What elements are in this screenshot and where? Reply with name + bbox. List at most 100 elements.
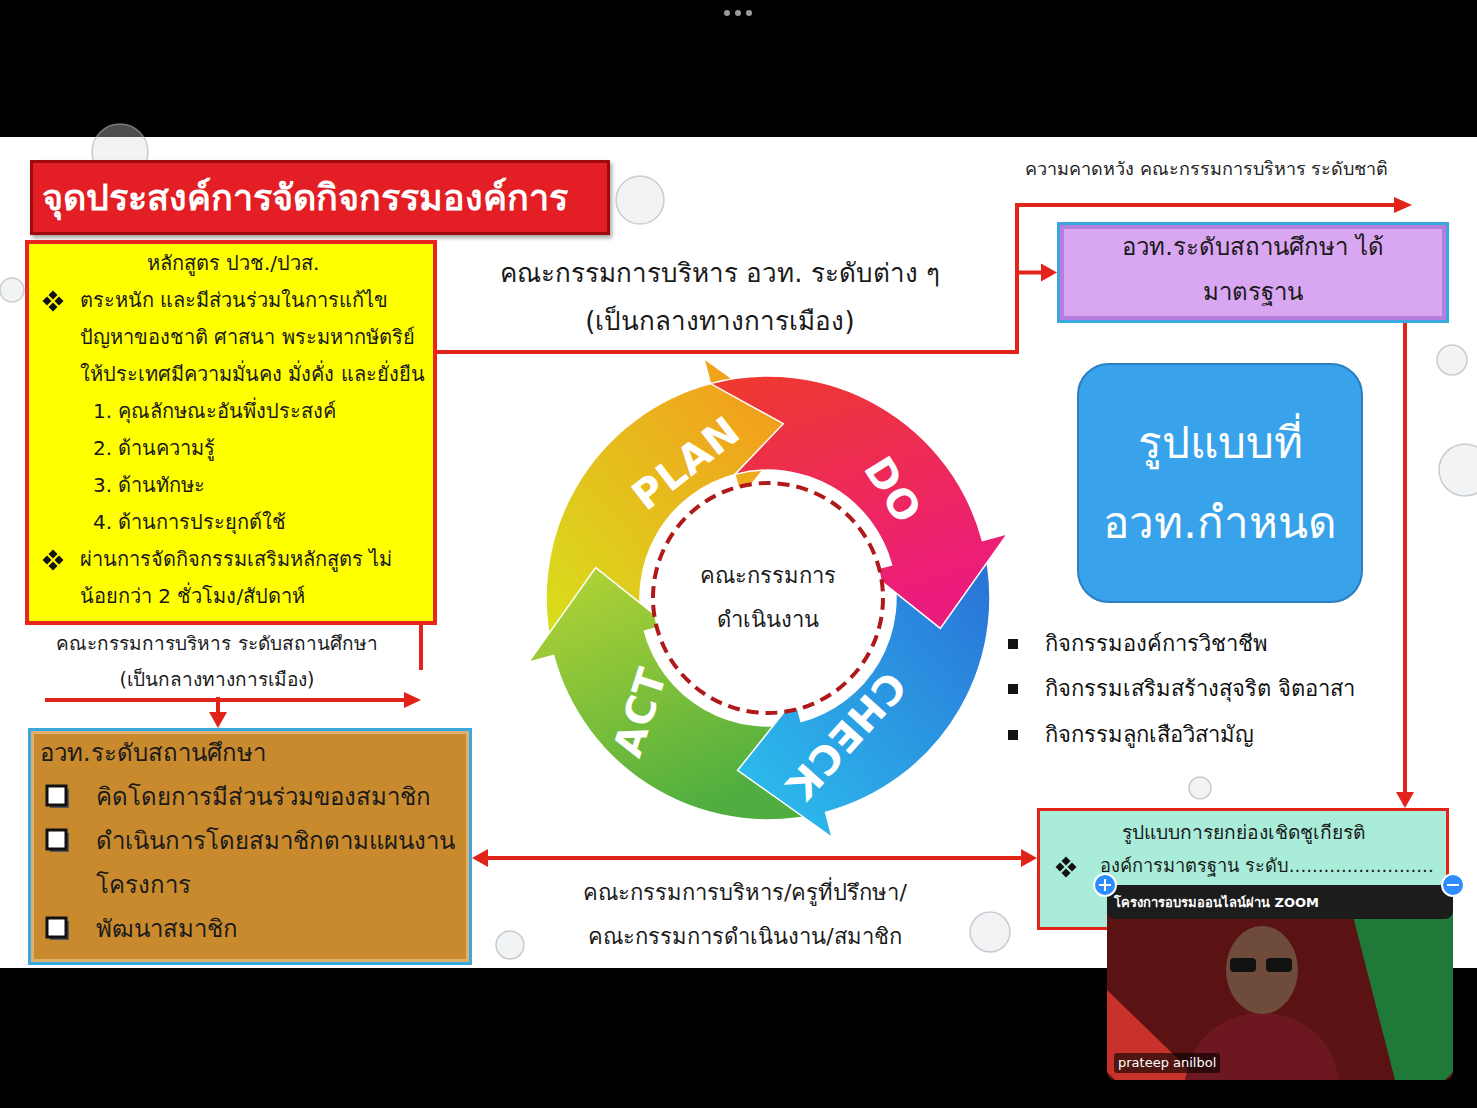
checkbox-outline xyxy=(47,918,66,937)
bullet-text: ตระหนัก และมีส่วนร่วมในการแก้ไข ปัญหาของ… xyxy=(41,282,425,393)
dashed-ring xyxy=(653,483,883,713)
list-item: 1. คุณลักษณะอันพึ่งประสงค์ xyxy=(41,393,425,430)
checklist-item: ดำเนินการโดยสมาชิกตามแผนงาน โครงการ xyxy=(40,819,459,907)
diamond-petal xyxy=(55,296,64,305)
square-bullet xyxy=(1008,730,1018,740)
box-heading: อวท.ระดับสถานศึกษา xyxy=(40,731,459,775)
checkbox-symbol xyxy=(45,916,71,942)
menu-dot xyxy=(724,10,730,16)
school-level-box: อวท.ระดับสถานศึกษาคิดโดยการมีส่วนร่วมของ… xyxy=(28,728,472,965)
text-stack: รูปแบบที่ อวท.กำหนด xyxy=(1099,403,1341,563)
bubble xyxy=(496,931,524,959)
diamond-petal xyxy=(49,561,58,570)
diamond-petal xyxy=(49,290,58,299)
bubble xyxy=(1189,777,1211,799)
square-bullet xyxy=(1008,684,1018,694)
diamond-petal xyxy=(43,296,52,305)
connector xyxy=(472,849,1037,867)
diamond-petal xyxy=(49,302,58,311)
activity-item: กิจกรรมลูกเสือวิสามัญ xyxy=(1045,715,1395,755)
menu-dot xyxy=(746,10,752,16)
bullet-row: คิดโดยการมีส่วนร่วมของสมาชิก xyxy=(40,775,459,819)
box-heading: หลักสูตร ปวช./ปวส. xyxy=(41,245,425,282)
diamond-bullet xyxy=(42,290,64,312)
standard-box: อวท.ระดับสถานศึกษา ได้มาตรฐาน xyxy=(1057,222,1449,323)
edge-label: คณะกรรมการบริหาร ระดับสถานศึกษา (เป็นกลา… xyxy=(37,625,397,697)
checkbox-symbol xyxy=(45,784,71,810)
person-head xyxy=(1226,926,1298,1014)
decor-line xyxy=(419,625,423,670)
bullet-text: ผ่านการจัดกิจกรรมเสริมหลักสูตร ไม่น้อยกว… xyxy=(41,541,425,615)
connector xyxy=(1396,323,1414,808)
committee-circle: คณะกรรมการ ดำเนินงาน xyxy=(650,480,886,716)
bubble xyxy=(0,278,24,302)
diamond-petal xyxy=(1062,856,1071,865)
text-stack: จุดประสงค์การจัดกิจกรรมองค์การ xyxy=(42,175,597,221)
diamond-bullet xyxy=(42,549,64,571)
bullet-row: พัฒนาสมาชิก xyxy=(40,907,459,951)
connector-line xyxy=(486,856,1023,860)
diamond-petal xyxy=(43,555,52,564)
bubble xyxy=(1437,345,1467,375)
diamond-petal xyxy=(1062,868,1071,877)
diamond-petal xyxy=(55,555,64,564)
arrowhead xyxy=(209,712,227,728)
bubble xyxy=(616,176,664,224)
bullet-row: ผ่านการจัดกิจกรรมเสริมหลักสูตร ไม่น้อยกว… xyxy=(41,541,425,615)
decor-arrow-line xyxy=(45,698,406,702)
box-text: รูปแบบที่ อวท.กำหนด xyxy=(1099,403,1341,563)
list-item: 2. ด้านความรู้ xyxy=(41,430,425,467)
list-item: 4. ด้านการประยุกต์ใช้ xyxy=(41,504,425,541)
edge-label: คณะกรรมการบริหาร อวท. ระดับต่าง ๆ (เป็นก… xyxy=(470,249,970,345)
menu-dot xyxy=(735,10,741,16)
plus-sign xyxy=(1104,879,1106,891)
circle-text: คณะกรรมการ ดำเนินงาน xyxy=(680,554,856,642)
checkbox-outline xyxy=(47,786,66,805)
participant-name: prateep anilbol xyxy=(1114,1053,1220,1073)
video-ground xyxy=(1107,885,1453,1080)
list-item: 3. ด้านทักษะ xyxy=(41,467,425,504)
minus-sign xyxy=(1447,884,1459,886)
circle-outline xyxy=(650,480,886,716)
expand-button xyxy=(1094,874,1116,896)
bubble xyxy=(970,912,1010,952)
collapse-button xyxy=(1442,874,1464,896)
text-stack: รูปแบบการยกย่องเชิดชูเกียรติองค์การมาตรฐ… xyxy=(1050,817,1436,882)
video-banner-title: โครงการอบรมออนไลน์ผ่าน ZOOM xyxy=(1114,893,1414,913)
pdca-cycle xyxy=(529,359,1008,838)
person-glasses xyxy=(1266,958,1292,972)
title-box: จุดประสงค์การจัดกิจกรรมองค์การ xyxy=(30,160,610,235)
square-bullet xyxy=(1008,639,1018,649)
bullet-row: ดำเนินการโดยสมาชิกตามแผนงาน โครงการ xyxy=(40,819,459,907)
bullet-row: ตระหนัก และมีส่วนร่วมในการแก้ไข ปัญหาของ… xyxy=(41,282,425,393)
box-text: อวท.ระดับสถานศึกษา ได้มาตรฐาน xyxy=(1074,225,1432,315)
title-text: จุดประสงค์การจัดกิจกรรมองค์การ xyxy=(42,175,597,221)
diamond-bullet xyxy=(1055,856,1077,878)
arrowhead xyxy=(1396,792,1414,808)
diamond-petal xyxy=(1068,862,1077,871)
activity-item: กิจกรรมองค์การวิชาชีพ xyxy=(1045,624,1395,664)
person-glasses xyxy=(1230,958,1256,972)
text-stack: อวท.ระดับสถานศึกษาคิดโดยการมีส่วนร่วมของ… xyxy=(40,731,459,951)
activity-item: กิจกรรมเสริมสร้างสุจริต จิตอาสา xyxy=(1045,669,1395,709)
arrowhead xyxy=(472,849,488,867)
model-box: รูปแบบที่ อวท.กำหนด xyxy=(1077,363,1363,603)
diamond-petal xyxy=(1056,862,1065,871)
text-stack: หลักสูตร ปวช./ปวส.ตระหนัก และมีส่วนร่วมใ… xyxy=(41,245,425,615)
box-heading: รูปแบบการยกย่องเชิดชูเกียรติ xyxy=(1050,817,1436,850)
checklist-item: คิดโดยการมีส่วนร่วมของสมาชิก xyxy=(40,775,459,819)
video-banner-top xyxy=(1107,885,1453,919)
connector-line xyxy=(1403,323,1407,794)
expectation-arrowhead xyxy=(1394,197,1412,213)
diamond-petal xyxy=(49,549,58,558)
arrowhead xyxy=(1041,264,1057,282)
checkbox-symbol xyxy=(45,828,71,854)
arrowhead xyxy=(1021,849,1037,867)
slide-ground xyxy=(0,137,1477,968)
bubble xyxy=(1439,444,1477,496)
checklist-item: พัฒนาสมาชิก xyxy=(40,907,459,951)
text-stack: อวท.ระดับสถานศึกษา ได้มาตรฐาน xyxy=(1074,225,1432,315)
